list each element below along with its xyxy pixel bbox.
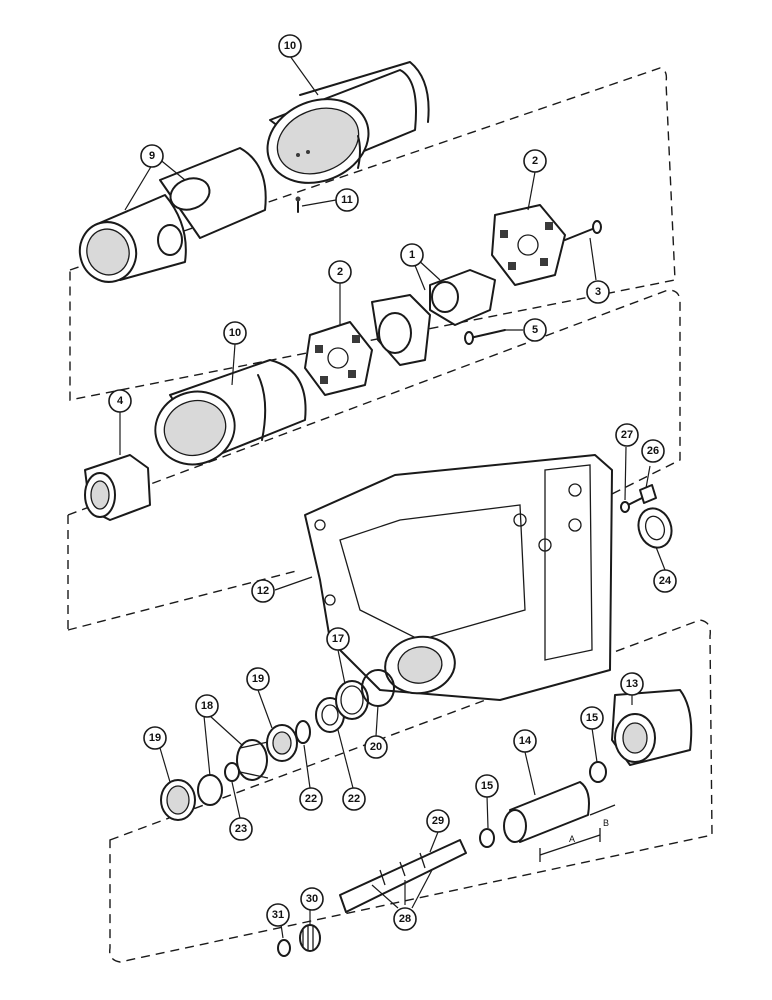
dimension-b-label: B [603, 818, 609, 828]
svg-text:19: 19 [149, 732, 161, 744]
part-30-needle-bearing [299, 924, 321, 952]
dimension-a-label: A [569, 834, 575, 844]
svg-text:17: 17 [332, 633, 344, 645]
svg-text:1: 1 [409, 249, 415, 261]
callout-19-right: 19 [246, 667, 270, 691]
callout-15-left: 15 [475, 774, 499, 798]
part-2-coupling-upper [491, 204, 566, 286]
callout-4: 4 [108, 389, 132, 413]
callout-2-upper: 2 [523, 149, 547, 173]
svg-text:5: 5 [532, 324, 538, 336]
part-14-tube [503, 781, 590, 843]
svg-text:15: 15 [586, 712, 598, 724]
svg-text:2: 2 [532, 155, 538, 167]
callout-29: 29 [426, 809, 450, 833]
part-3-bolt [564, 220, 602, 241]
callout-26: 26 [641, 439, 665, 463]
leader-lines [119, 55, 666, 939]
svg-text:30: 30 [306, 893, 318, 905]
svg-text:26: 26 [647, 445, 659, 457]
svg-text:18: 18 [201, 700, 213, 712]
svg-text:3: 3 [595, 286, 601, 298]
part-23-snap-ring [224, 762, 240, 782]
svg-text:24: 24 [659, 575, 672, 587]
svg-text:15: 15 [481, 780, 493, 792]
callout-30: 30 [300, 887, 324, 911]
dimension-b: B [589, 804, 616, 828]
callout-14: 14 [513, 729, 537, 753]
svg-text:10: 10 [284, 40, 296, 52]
svg-text:9: 9 [149, 150, 155, 162]
svg-text:27: 27 [621, 429, 633, 441]
dimension-a: A [539, 828, 601, 862]
part-2-coupling-lower [304, 321, 373, 396]
callout-13: 13 [620, 672, 644, 696]
part-15-o-ring-left [479, 828, 495, 848]
part-18-bevel-gear [197, 739, 269, 806]
callout-17: 17 [326, 627, 350, 651]
part-15-o-ring-right [589, 761, 607, 783]
part-4-coupler [84, 454, 151, 521]
svg-text:28: 28 [399, 913, 411, 925]
callout-28: 28 [393, 907, 417, 931]
svg-text:13: 13 [626, 678, 638, 690]
part-19-bearing-cup-right [266, 724, 298, 762]
callout-12: 12 [251, 579, 275, 603]
callout-19-left: 19 [143, 726, 167, 750]
callout-15-right: 15 [580, 706, 604, 730]
svg-text:22: 22 [305, 793, 317, 805]
callout-22-right: 22 [342, 787, 366, 811]
callout-3: 3 [586, 280, 610, 304]
callout-23: 23 [229, 817, 253, 841]
group-outline-upper [69, 67, 676, 401]
part-13-cover [611, 689, 693, 766]
callout-24: 24 [653, 569, 677, 593]
callout-5: 5 [523, 318, 547, 342]
svg-text:19: 19 [252, 673, 264, 685]
part-10-upper-sleeve [266, 61, 430, 184]
callout-20: 20 [364, 735, 388, 759]
svg-text:4: 4 [117, 395, 124, 407]
callout-31: 31 [266, 903, 290, 927]
callout-10-lower: 10 [223, 321, 247, 345]
callout-9: 9 [140, 144, 164, 168]
svg-text:10: 10 [229, 327, 241, 339]
part-19-bearing-cup-left [160, 779, 196, 821]
part-5-bolt [464, 329, 506, 345]
callout-11: 11 [335, 188, 359, 212]
svg-text:2: 2 [337, 266, 343, 278]
part-31-retaining-ring [277, 939, 291, 957]
callout-22-left: 22 [299, 787, 323, 811]
part-11-screw [295, 196, 301, 213]
svg-text:22: 22 [348, 793, 360, 805]
svg-text:23: 23 [235, 823, 247, 835]
part-9-sleeves [78, 147, 267, 283]
part-1-yokes [371, 269, 496, 366]
svg-text:14: 14 [519, 735, 532, 747]
part-22-shim-left [295, 720, 311, 744]
svg-text:31: 31 [272, 909, 284, 921]
svg-text:29: 29 [432, 815, 444, 827]
callout-1: 1 [400, 243, 424, 267]
part-27-washer [620, 501, 630, 513]
callout-27: 27 [615, 423, 639, 447]
part-10-lower-sleeve [154, 359, 307, 466]
callout-18: 18 [195, 694, 219, 718]
svg-text:11: 11 [341, 194, 353, 206]
callout-10-upper: 10 [278, 34, 302, 58]
svg-text:20: 20 [370, 741, 382, 753]
part-26-bolt [627, 484, 657, 506]
part-29-shaft [339, 839, 467, 913]
part-17-ring [335, 680, 369, 720]
callout-2-lower: 2 [328, 260, 352, 284]
part-12-housing [304, 454, 613, 701]
svg-text:12: 12 [257, 585, 269, 597]
part-24-seal [637, 507, 673, 549]
group-outline-lower [109, 619, 713, 963]
